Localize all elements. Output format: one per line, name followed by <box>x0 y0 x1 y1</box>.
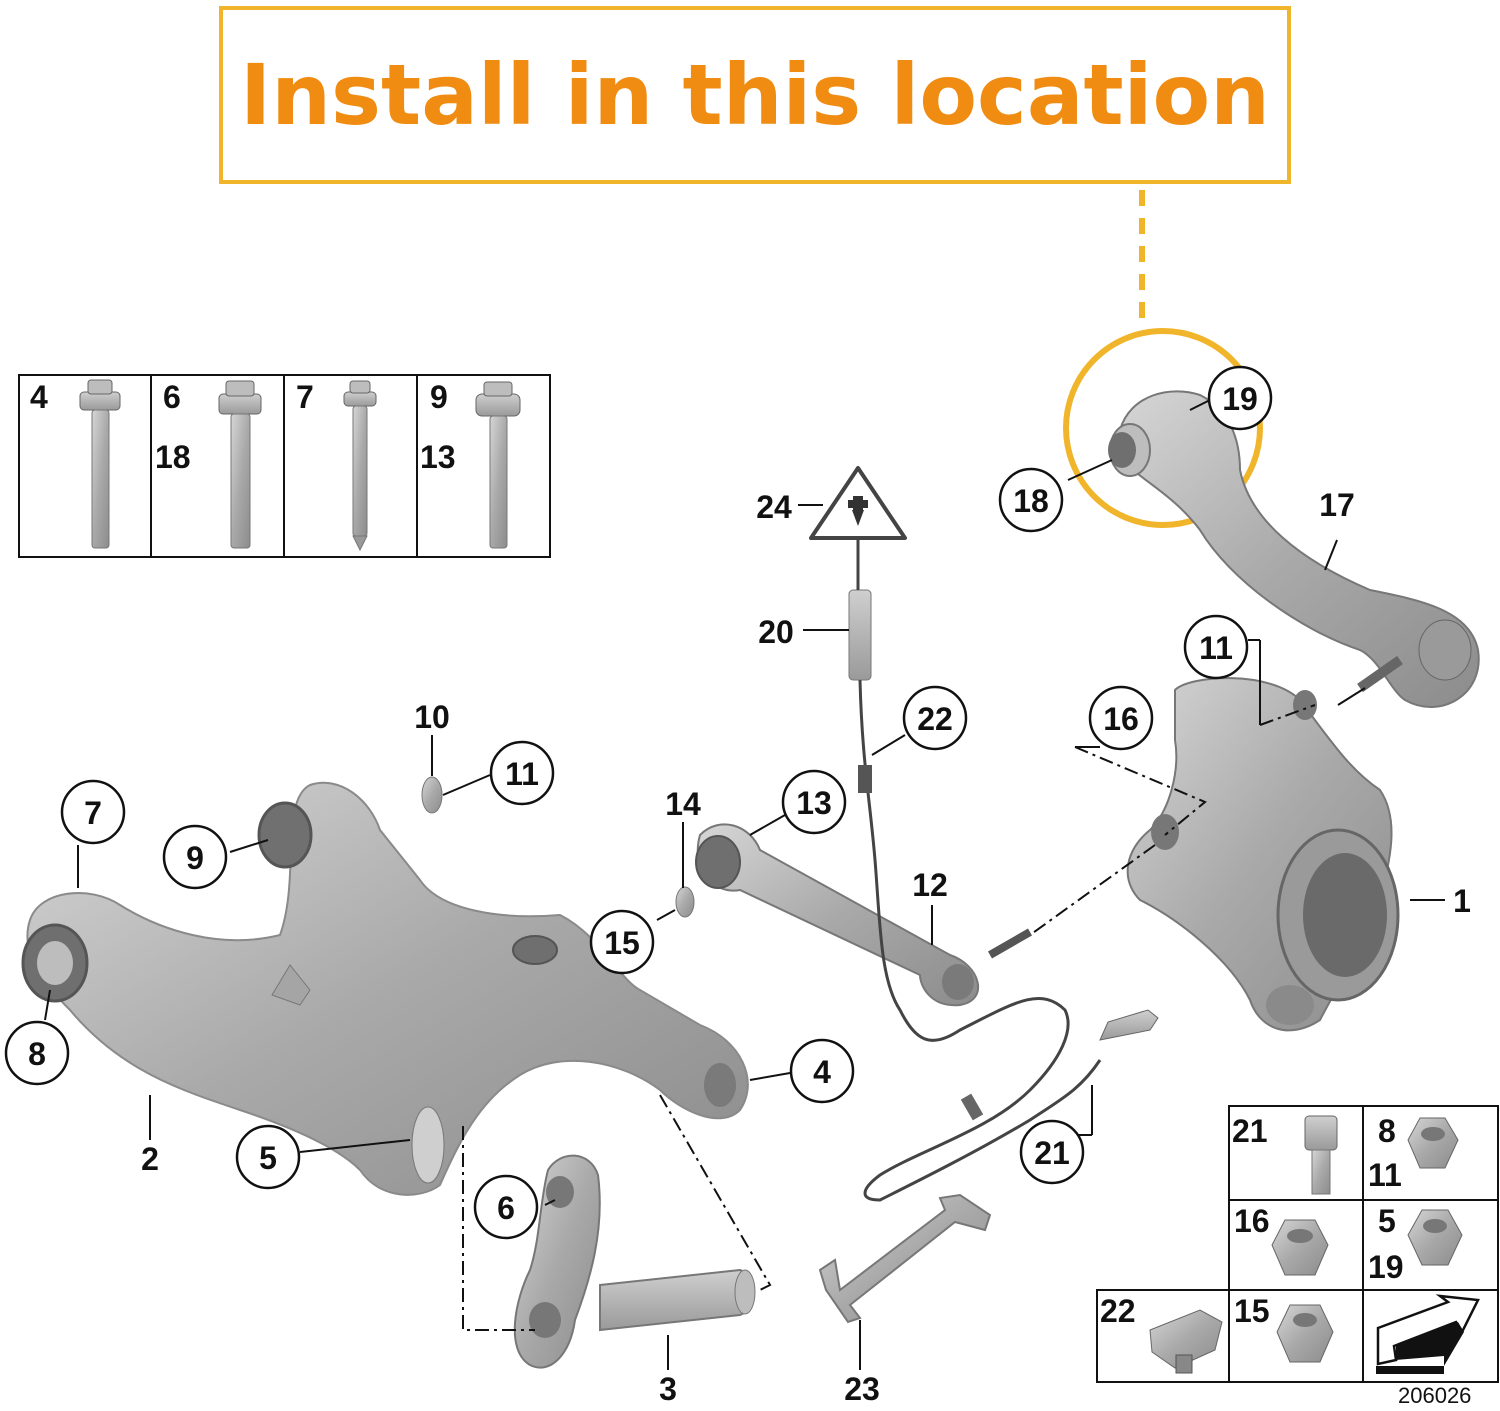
bolt-9-13-icon <box>475 381 521 549</box>
label-3: 3 <box>659 1371 677 1407</box>
sensor-20 <box>848 589 872 681</box>
bolt-6-18-icon <box>218 380 262 549</box>
assembly-lines <box>462 704 1316 1331</box>
fastener-table-label: 8 <box>1378 1113 1396 1149</box>
flange-nut-icon <box>1407 1117 1459 1169</box>
fastener-table-label: 11 <box>1368 1157 1402 1193</box>
highlight-circle <box>1063 328 1263 528</box>
bolt-table-label: 4 <box>30 379 48 415</box>
fastener-table-label: 21 <box>1232 1113 1268 1149</box>
bracket-23 <box>818 1193 992 1324</box>
svg-text:7: 7 <box>84 795 102 831</box>
washer-10 <box>421 776 443 814</box>
lock-nut-icon <box>1276 1304 1334 1363</box>
svg-text:16: 16 <box>1103 701 1139 737</box>
label-circle-6: 6 <box>473 1174 539 1240</box>
bolt-table-label: 18 <box>155 439 191 475</box>
cable-clip-icon <box>1149 1309 1223 1374</box>
label-circle-11: 11 <box>489 740 555 806</box>
hex-nut-icon <box>1271 1219 1329 1276</box>
label-circle-5: 5 <box>235 1124 301 1190</box>
label-circle-9: 9 <box>162 824 228 890</box>
leader-lines <box>44 399 1445 1370</box>
svg-text:11: 11 <box>505 756 539 792</box>
fastener-table-label: 16 <box>1234 1203 1270 1239</box>
diagram-id: 206026 <box>1398 1383 1472 1408</box>
bolt-table-label: 7 <box>296 379 314 415</box>
hex-nut-hole <box>1287 1229 1313 1243</box>
label-10: 10 <box>414 699 450 735</box>
label-20: 20 <box>758 614 794 650</box>
fastener-table-label: 19 <box>1368 1249 1404 1285</box>
label-circle-11-upper: 11 <box>1183 614 1249 680</box>
label-17: 17 <box>1319 487 1355 523</box>
flange-nut-hole <box>1421 1127 1445 1141</box>
washer-15 <box>675 886 695 918</box>
flange-nut-hole <box>1423 1219 1447 1233</box>
svg-text:22: 22 <box>917 701 953 737</box>
lower-control-arm <box>21 781 749 1196</box>
label-2: 2 <box>141 1141 159 1177</box>
label-23: 23 <box>844 1371 880 1407</box>
circled-labels: 7 8 9 11 5 6 4 13 15 22 21 16 11 18 19 <box>4 365 1273 1240</box>
fastener-table-label: 15 <box>1234 1293 1270 1329</box>
svg-text:15: 15 <box>604 925 640 961</box>
plain-labels: 1 2 3 10 12 14 17 20 23 24 <box>141 487 1471 1407</box>
bolt-table-label: 9 <box>430 379 448 415</box>
callout-text: Install in this location <box>240 46 1270 144</box>
label-circle-15: 15 <box>589 909 655 975</box>
flange-nut-icon <box>1407 1209 1463 1266</box>
wheel-carrier <box>1126 677 1400 1032</box>
sensor-21 <box>1099 1009 1159 1041</box>
label-circle-8: 8 <box>4 1020 70 1086</box>
svg-text:19: 19 <box>1222 381 1258 417</box>
svg-text:21: 21 <box>1034 1135 1070 1171</box>
svg-text:4: 4 <box>813 1054 831 1090</box>
label-circle-16: 16 <box>1088 685 1154 751</box>
lock-nut-hole <box>1293 1313 1317 1327</box>
label-circle-18: 18 <box>998 467 1064 533</box>
electrical-warning-icon <box>809 466 907 590</box>
svg-text:6: 6 <box>497 1190 515 1226</box>
svg-text:9: 9 <box>186 840 204 876</box>
socket-screw-icon <box>1304 1115 1338 1195</box>
svg-text:5: 5 <box>259 1140 277 1176</box>
direction-arrow-icon <box>1376 1294 1480 1374</box>
fastener-table: 21 8 11 16 5 19 22 15 <box>1096 1105 1499 1383</box>
bolt-table-label: 6 <box>163 379 181 415</box>
label-24: 24 <box>756 489 792 525</box>
label-circle-7: 7 <box>60 779 126 845</box>
upper-control-arm <box>1108 390 1480 708</box>
fastener-table-label: 5 <box>1378 1203 1396 1239</box>
label-1: 1 <box>1453 883 1471 919</box>
label-14: 14 <box>665 786 701 822</box>
bolt-7-icon <box>343 380 377 552</box>
label-circle-13: 13 <box>781 769 847 835</box>
svg-text:18: 18 <box>1013 483 1049 519</box>
svg-text:11: 11 <box>1199 630 1233 666</box>
callout-box: Install in this location <box>219 6 1291 184</box>
svg-text:8: 8 <box>28 1036 46 1072</box>
speed-sensor-cable <box>848 589 1159 1202</box>
link-3 <box>513 1154 756 1369</box>
fastener-table-label: 22 <box>1100 1293 1136 1329</box>
label-circle-22: 22 <box>902 685 968 751</box>
label-circle-21: 21 <box>1019 1119 1085 1185</box>
label-circle-4: 4 <box>789 1038 855 1104</box>
toe-link-13 <box>695 823 1032 1007</box>
svg-text:13: 13 <box>796 785 832 821</box>
bolt-table-label: 13 <box>420 439 456 475</box>
bolt-4-icon <box>79 379 121 549</box>
label-circle-19: 19 <box>1207 365 1273 431</box>
bolt-table: 4 6 18 7 9 13 <box>18 374 551 558</box>
label-12: 12 <box>912 867 948 903</box>
